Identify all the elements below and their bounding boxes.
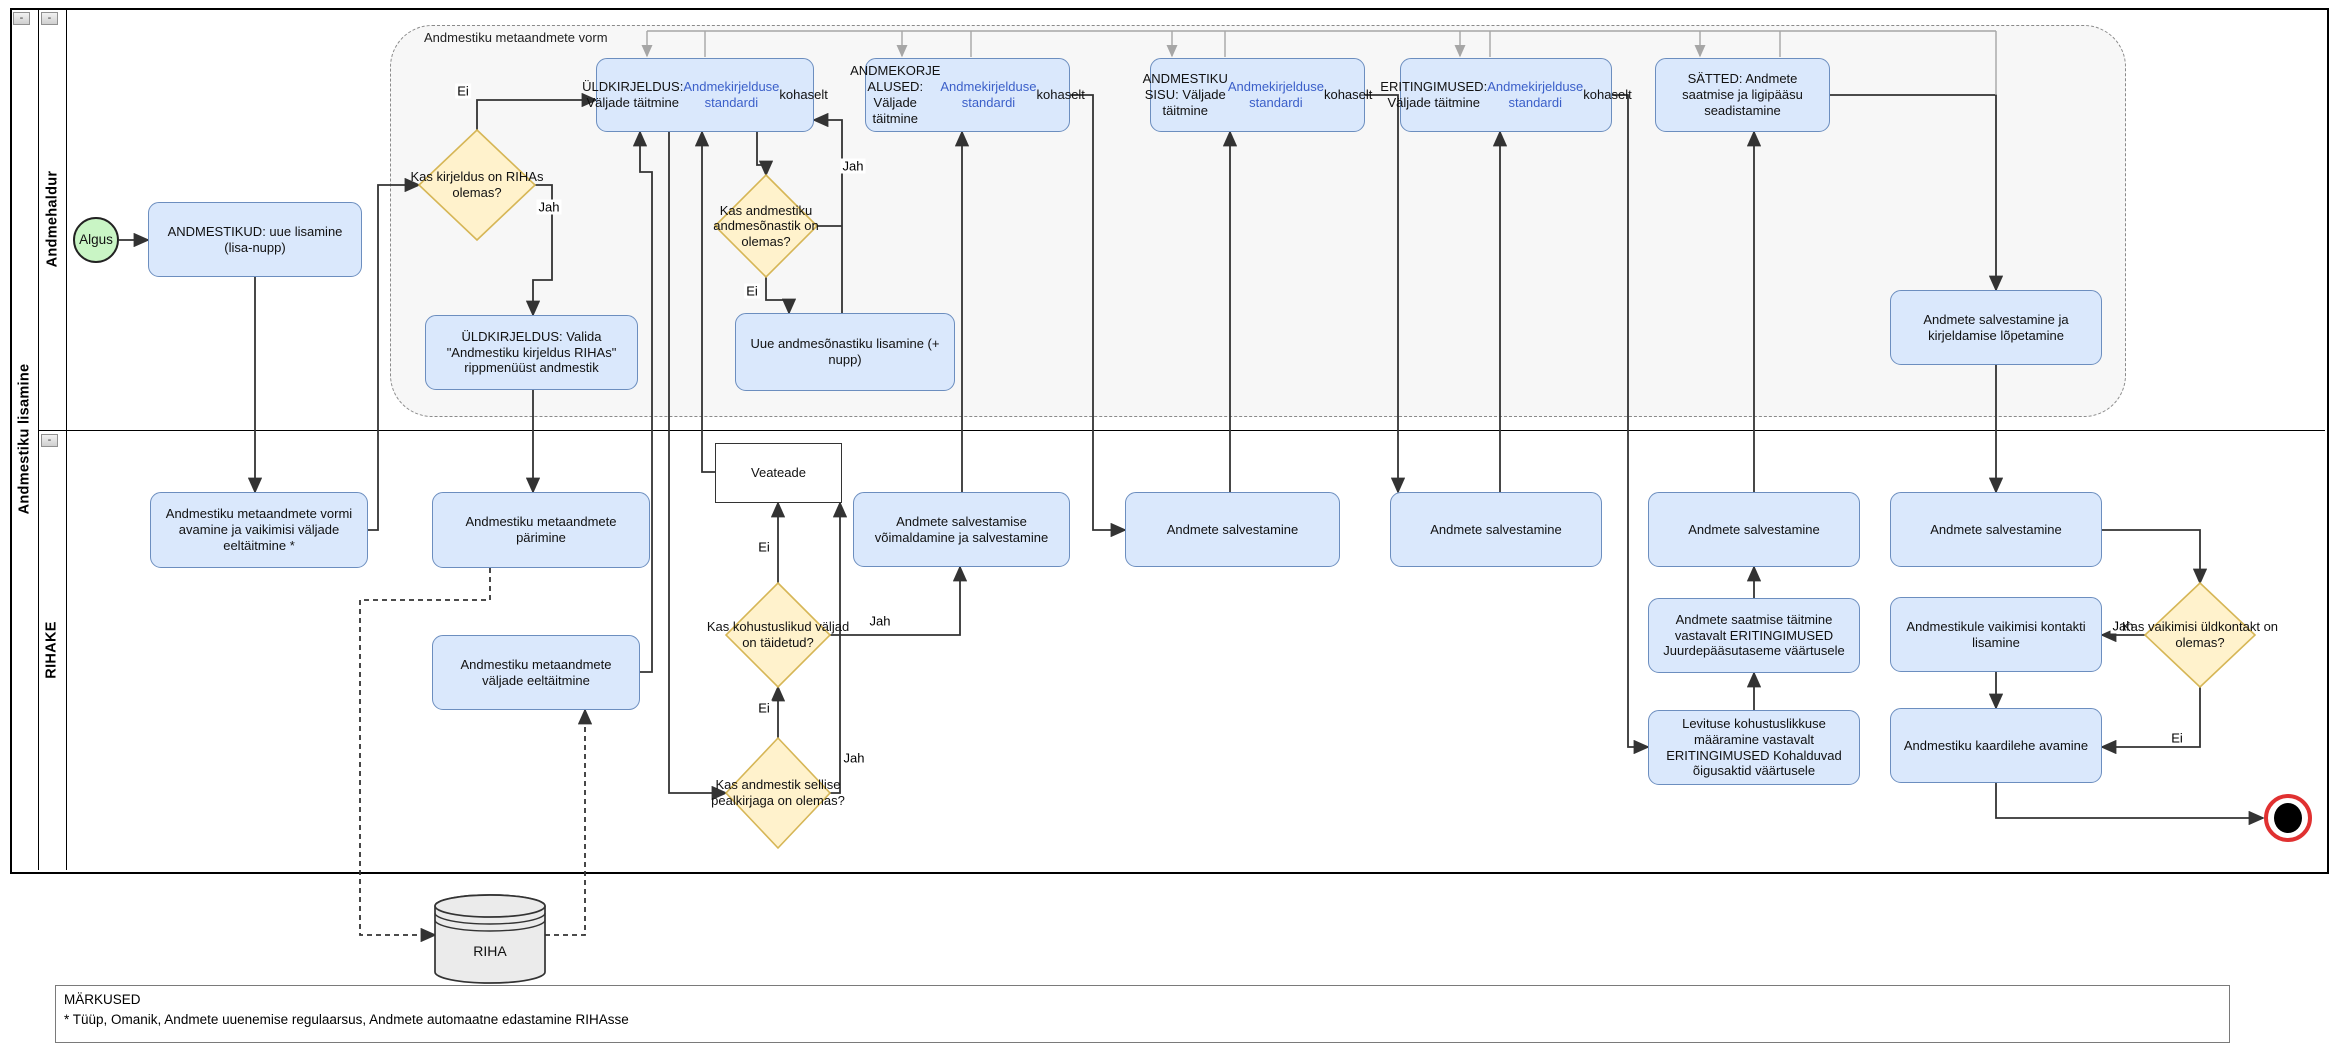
task-andmestikud-uue-lisamine[interactable]: ANDMESTIKUD: uue lisamine (lisa-nupp) bbox=[148, 202, 362, 277]
task-andmete-salvestamine-1[interactable]: Andmete salvestamine bbox=[1125, 492, 1340, 567]
edge-label-ei-4: Ei bbox=[756, 539, 772, 555]
node-text: ANDMESTIKU SISU: Väljade täitmine bbox=[1142, 71, 1228, 118]
edge-label-ei-9: Ei bbox=[2169, 730, 2185, 746]
task-vaikimisi-kontakti-lisamine[interactable]: Andmestikule vaikimisi kontakti lisamine bbox=[1890, 597, 2102, 672]
lane-andmehaldur-band[interactable]: Andmehaldur bbox=[38, 8, 67, 430]
node-text: kohaselt bbox=[779, 87, 828, 103]
task-salvestamise-voimaldamine[interactable]: Andmete salvestamise võimaldamine ja sal… bbox=[853, 492, 1070, 567]
end-node[interactable] bbox=[2264, 794, 2312, 842]
node-text: kohaselt bbox=[1583, 87, 1632, 103]
task-uue-andmesonastiku-lisamine[interactable]: Uue andmesõnastiku lisamine (+ nupp) bbox=[735, 313, 955, 391]
notes-box: MÄRKUSED * Tüüp, Omanik, Andmete uuenemi… bbox=[55, 985, 2230, 1043]
edge-label-ei-0: Ei bbox=[455, 83, 471, 99]
node-text: kohaselt bbox=[1036, 87, 1085, 103]
lane-rihake-collapse-button[interactable]: - bbox=[41, 434, 58, 447]
group-metaandmete-vorm-label: Andmestiku metaandmete vorm bbox=[424, 30, 608, 45]
task-kaardilehe-avamine[interactable]: Andmestiku kaardilehe avamine bbox=[1890, 708, 2102, 783]
end-node-core bbox=[2274, 803, 2302, 833]
node-text: ANDMEKORJE ALUSED: Väljade täitmine bbox=[850, 63, 941, 126]
task-satted[interactable]: SÄTTED: Andmete saatmise ja ligipääsu se… bbox=[1655, 58, 1830, 132]
task-vormi-avamine-eeltaitmine[interactable]: Andmestiku metaandmete vormi avamine ja … bbox=[150, 492, 368, 568]
node-text: kohaselt bbox=[1323, 87, 1373, 103]
pool-title: Andmestiku lisamine bbox=[16, 363, 32, 515]
notes-title: MÄRKUSED bbox=[64, 992, 141, 1007]
task-andmekorje-alused[interactable]: ANDMEKORJE ALUSED: Väljade täitmine Andm… bbox=[850, 58, 1085, 132]
task-andmestiku-sisu[interactable]: ANDMESTIKU SISU: Väljade täitmine Andmek… bbox=[1143, 58, 1372, 132]
lane-rihake-label: RIHAKE bbox=[44, 621, 61, 679]
link-andmekirjelduse-standard[interactable]: Andmekirjelduse standardi bbox=[1227, 79, 1324, 110]
lane-andmehaldur-collapse-button[interactable]: - bbox=[41, 12, 58, 25]
task-salvestamine-lopetamine[interactable]: Andmete salvestamine ja kirjeldamise lõp… bbox=[1890, 290, 2102, 365]
notes-line: * Tüüp, Omanik, Andmete uuenemise regula… bbox=[64, 1011, 629, 1027]
link-andmekirjelduse-standard[interactable]: Andmekirjelduse standardi bbox=[683, 79, 780, 110]
node-text: ÜLDKIRJELDUS: Väljade täitmine bbox=[582, 79, 684, 110]
edge-label-jah-5: Jah bbox=[867, 613, 893, 629]
task-andmete-salvestamine-2[interactable]: Andmete salvestamine bbox=[1390, 492, 1602, 567]
task-uldkirjeldus-valida[interactable]: ÜLDKIRJELDUS: Valida "Andmestiku kirjeld… bbox=[425, 315, 638, 390]
task-valjade-eeltaitmine[interactable]: Andmestiku metaandmete väljade eeltäitmi… bbox=[432, 635, 640, 710]
pool-title-band[interactable]: Andmestiku lisamine bbox=[10, 8, 39, 870]
task-saatmise-taitmine[interactable]: Andmete saatmise täitmine vastavalt ERIT… bbox=[1648, 598, 1860, 673]
edge-label-ei-3: Ei bbox=[744, 283, 760, 299]
task-andmete-salvestamine-3[interactable]: Andmete salvestamine bbox=[1648, 492, 1860, 567]
start-algus[interactable]: Algus bbox=[73, 217, 119, 263]
task-metaandmete-parimine[interactable]: Andmestiku metaandmete pärimine bbox=[432, 492, 650, 568]
node-text: ERITINGIMUSED: Väljade täitmine bbox=[1380, 79, 1488, 110]
edge-label-ei-6: Ei bbox=[756, 700, 772, 716]
link-andmekirjelduse-standard[interactable]: Andmekirjelduse standardi bbox=[940, 79, 1037, 110]
task-eritingimused[interactable]: ERITINGIMUSED: Väljade täitmine Andmekir… bbox=[1380, 58, 1632, 132]
task-levituse-kohustuslikkus[interactable]: Levituse kohustuslikkuse määramine vasta… bbox=[1648, 710, 1860, 785]
link-andmekirjelduse-standard[interactable]: Andmekirjelduse standardi bbox=[1487, 79, 1584, 110]
lane-divider bbox=[38, 430, 2325, 431]
database-riha-label: RIHA bbox=[473, 942, 507, 959]
edge-label-jah-1: Jah bbox=[536, 199, 562, 215]
pool-andmestiku-lisamine[interactable] bbox=[10, 8, 2329, 874]
pool-collapse-button[interactable]: - bbox=[13, 12, 30, 25]
edge-label-jah-7: Jah bbox=[841, 750, 867, 766]
lane-rihake-band[interactable]: RIHAKE bbox=[38, 430, 67, 870]
task-andmete-salvestamine-4[interactable]: Andmete salvestamine bbox=[1890, 492, 2102, 567]
task-uldkirjeldus-valjade-taitmine[interactable]: ÜLDKIRJELDUS: Väljade täitmine Andmekirj… bbox=[582, 58, 828, 132]
database-riha[interactable] bbox=[434, 894, 546, 984]
edge-label-jah-2: Jah bbox=[840, 158, 866, 174]
edge-label-jah-8: Jah bbox=[2110, 618, 2136, 634]
lane-andmehaldur-label: Andmehaldur bbox=[44, 170, 60, 268]
task-veateade[interactable]: Veateade bbox=[715, 443, 842, 503]
